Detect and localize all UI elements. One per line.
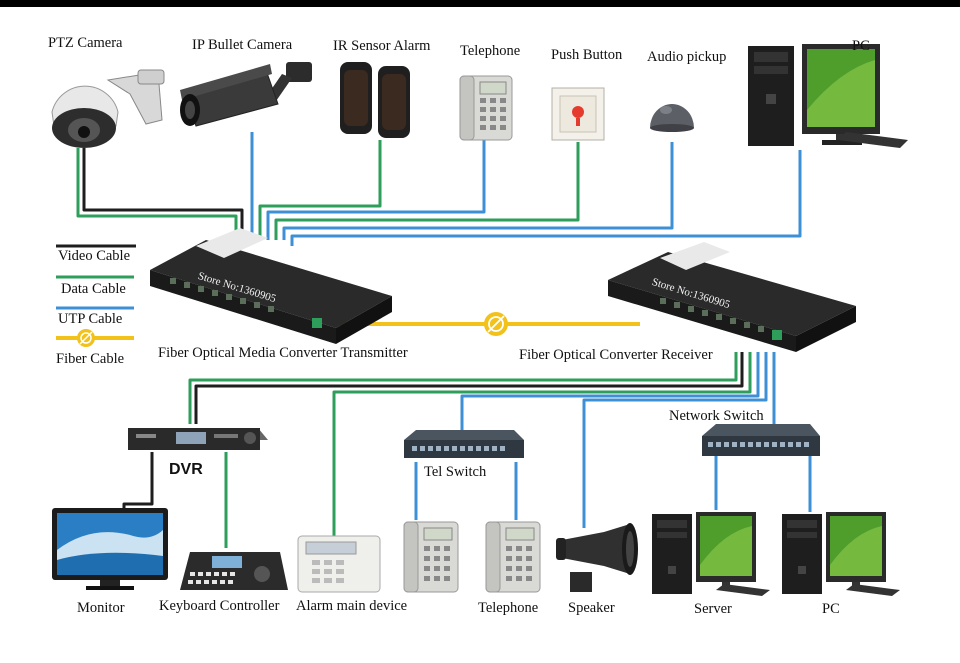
- pc-bottom-label: PC: [822, 601, 840, 617]
- legend-data-label: Data Cable: [61, 281, 126, 297]
- legend-utp-label: UTP Cable: [58, 311, 123, 327]
- ptz-camera-icon: [51, 69, 165, 148]
- network-switch-icon: [702, 424, 820, 456]
- legend: [56, 244, 136, 347]
- video-cable-dvr: [194, 352, 744, 424]
- ip-bullet-camera-label: IP Bullet Camera: [192, 37, 293, 53]
- video-cable-monitor: [122, 452, 154, 510]
- video-cable-ptz: [82, 148, 244, 240]
- utp-cable-tel-switch: [460, 352, 760, 430]
- pc-top-label: PC: [852, 38, 870, 54]
- alarm-main-device-icon: [297, 535, 381, 593]
- keyboard-controller-label: Keyboard Controller: [159, 598, 280, 614]
- monitor-label: Monitor: [77, 600, 125, 616]
- legend-fiber-icon: [77, 329, 95, 347]
- data-cable-dvr: [188, 352, 738, 424]
- server-label: Server: [694, 601, 732, 617]
- monitor-icon: [52, 508, 168, 590]
- legend-fiber-label: Fiber Cable: [56, 351, 125, 367]
- fiber-joint-icon: [484, 312, 508, 336]
- utp-cable-audio-pickup: [282, 142, 674, 240]
- alarm-main-device-label: Alarm main device: [296, 598, 408, 614]
- ip-bullet-camera-icon: [180, 62, 312, 127]
- telephone-top-label: Telephone: [460, 43, 521, 59]
- telephone-top-icon: [459, 75, 513, 141]
- audio-pickup-label: Audio pickup: [647, 49, 727, 65]
- telephone-right-icon: [485, 521, 541, 593]
- keyboard-controller-icon: [180, 552, 288, 590]
- speaker-label: Speaker: [568, 600, 615, 616]
- telephone-bottom-label: Telephone: [478, 600, 539, 616]
- ir-sensor-icon: [340, 62, 410, 138]
- utp-cable-speaker: [582, 352, 768, 528]
- utp-cable-telephone-top: [266, 140, 486, 240]
- receiver-label: Fiber Optical Converter Receiver: [519, 347, 713, 363]
- ir-sensor-alarm-label: IR Sensor Alarm: [333, 38, 431, 54]
- transmitter-icon: [150, 228, 392, 344]
- top-border: [0, 0, 960, 7]
- data-cable-push-button: [274, 142, 580, 240]
- audio-pickup-icon: [650, 104, 694, 132]
- telephone-left-icon: [403, 521, 459, 593]
- cables: [76, 132, 812, 548]
- pc-top-icon: [748, 44, 908, 148]
- dvr-icon: [128, 428, 268, 450]
- tel-switch-icon: [404, 430, 524, 458]
- network-switch-label: Network Switch: [669, 408, 764, 424]
- speaker-icon: [556, 523, 638, 592]
- legend-video-label: Video Cable: [58, 248, 131, 264]
- pc-bottom-icon: [782, 512, 900, 596]
- utp-cable-pc-top: [290, 150, 802, 246]
- data-cable-alarm-main: [332, 352, 752, 538]
- data-cable-ptz: [76, 148, 238, 240]
- transmitter-label: Fiber Optical Media Converter Transmitte…: [158, 345, 408, 361]
- receiver-icon: [608, 242, 856, 352]
- push-button-label: Push Button: [551, 47, 623, 63]
- ptz-camera-label: PTZ Camera: [48, 35, 123, 51]
- server-icon: [652, 512, 770, 596]
- tel-switch-label: Tel Switch: [424, 464, 487, 480]
- push-button-icon: [551, 87, 605, 141]
- data-cable-ir-sensor: [258, 140, 382, 240]
- dvr-label: DVR: [169, 461, 203, 478]
